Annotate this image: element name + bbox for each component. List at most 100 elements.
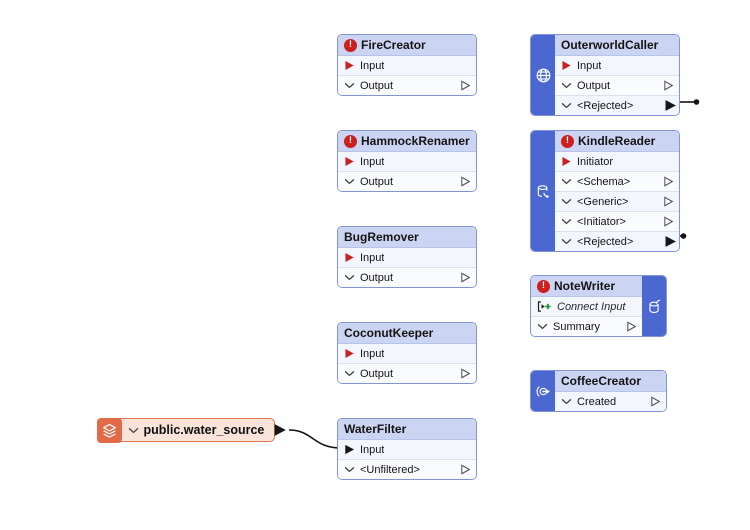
row-input[interactable]: Input xyxy=(338,344,476,363)
edge-water-source-to-waterfilter-input[interactable] xyxy=(288,429,342,449)
row-rejected[interactable]: <Rejected> xyxy=(555,95,679,115)
error-icon[interactable]: ! xyxy=(537,279,550,293)
row-label: Output xyxy=(360,367,394,380)
node-header[interactable]: ! HammockRenamer xyxy=(338,131,476,152)
chevron-down-icon[interactable] xyxy=(343,466,355,473)
node-header[interactable]: WaterFilter xyxy=(338,419,476,440)
node-header[interactable]: CoconutKeeper xyxy=(338,323,476,344)
row-label: <Rejected> xyxy=(577,235,634,248)
node-title: OuterworldCaller xyxy=(561,38,659,52)
row-label: Initiator xyxy=(577,155,614,168)
output-port[interactable] xyxy=(460,272,471,283)
input-port[interactable] xyxy=(560,156,572,167)
error-icon[interactable]: ! xyxy=(344,38,357,52)
node-header[interactable]: OuterworldCaller xyxy=(555,35,679,56)
output-port[interactable] xyxy=(650,396,661,407)
row-output[interactable]: Output xyxy=(338,171,476,191)
source-output-port[interactable] xyxy=(273,423,287,437)
row-schema[interactable]: <Schema> xyxy=(555,171,679,191)
output-port[interactable] xyxy=(460,176,471,187)
node-header[interactable]: CoffeeCreator xyxy=(555,371,666,392)
chevron-down-icon[interactable] xyxy=(560,238,572,245)
output-port[interactable] xyxy=(460,80,471,91)
source-table-chip[interactable]: public.water_source xyxy=(96,417,287,443)
output-port[interactable] xyxy=(460,464,471,475)
error-icon[interactable]: ! xyxy=(344,134,357,148)
row-initiator[interactable]: Initiator xyxy=(555,152,679,171)
row-created[interactable]: Created xyxy=(555,392,666,411)
output-port[interactable] xyxy=(626,321,637,332)
row-output[interactable]: Output xyxy=(338,363,476,383)
chevron-down-icon[interactable] xyxy=(560,102,572,109)
output-port[interactable] xyxy=(663,80,674,91)
chevron-down-icon[interactable] xyxy=(536,323,548,330)
row-output[interactable]: Output xyxy=(555,75,679,95)
input-port[interactable] xyxy=(343,156,355,167)
chevron-down-icon[interactable] xyxy=(560,82,572,89)
row-input[interactable]: Input xyxy=(338,56,476,75)
node-header[interactable]: !NoteWriter xyxy=(531,276,642,297)
row-connect-input[interactable]: Connect Input xyxy=(531,297,642,316)
row-input[interactable]: Input xyxy=(338,248,476,267)
node-title: FireCreator xyxy=(361,38,426,52)
node-title: CoconutKeeper xyxy=(344,326,434,340)
row-input[interactable]: Input xyxy=(555,56,679,75)
output-port[interactable] xyxy=(663,216,674,227)
chevron-down-icon[interactable] xyxy=(343,82,355,89)
node-header[interactable]: BugRemover xyxy=(338,227,476,248)
output-port[interactable] xyxy=(663,196,674,207)
input-port[interactable] xyxy=(560,60,572,71)
connect-input-icon[interactable] xyxy=(536,300,552,313)
node-title: BugRemover xyxy=(344,230,419,244)
input-port[interactable] xyxy=(343,348,355,359)
row-input[interactable]: Input xyxy=(338,440,476,459)
row-generic[interactable]: <Generic> xyxy=(555,191,679,211)
error-icon[interactable]: ! xyxy=(561,134,574,148)
node-sidebar xyxy=(531,35,555,115)
globe-icon xyxy=(536,68,550,82)
node-title: HammockRenamer xyxy=(361,134,470,148)
chevron-down-icon[interactable] xyxy=(343,274,355,281)
chevron-down-icon[interactable] xyxy=(560,178,572,185)
node-title: CoffeeCreator xyxy=(561,374,642,388)
row-initiator[interactable]: <Initiator> xyxy=(555,211,679,231)
node-header[interactable]: !KindleReader xyxy=(555,131,679,152)
chevron-down-icon[interactable] xyxy=(343,178,355,185)
chevron-down-icon[interactable] xyxy=(128,427,139,434)
row-output[interactable]: Output xyxy=(338,75,476,95)
input-port[interactable] xyxy=(343,252,355,263)
row-input[interactable]: Input xyxy=(338,152,476,171)
connected-input-port[interactable] xyxy=(343,444,355,455)
chevron-down-icon[interactable] xyxy=(560,218,572,225)
input-port[interactable] xyxy=(343,60,355,71)
connected-output-port[interactable] xyxy=(664,235,677,248)
edge-endpoint-dot[interactable] xyxy=(680,233,687,239)
node-header[interactable]: ! FireCreator xyxy=(338,35,476,56)
chevron-down-icon[interactable] xyxy=(343,370,355,377)
output-port[interactable] xyxy=(460,368,471,379)
chevron-down-icon[interactable] xyxy=(560,398,572,405)
output-port[interactable] xyxy=(663,176,674,187)
row-output[interactable]: Output xyxy=(338,267,476,287)
connected-output-port[interactable] xyxy=(664,99,677,112)
row-summary[interactable]: Summary xyxy=(531,316,642,336)
row-unfiltered[interactable]: <Unfiltered> xyxy=(338,459,476,479)
chevron-down-icon[interactable] xyxy=(560,198,572,205)
edge-endpoint-dot[interactable] xyxy=(693,99,700,105)
row-rejected[interactable]: <Rejected> xyxy=(555,231,679,251)
row-label: Input xyxy=(360,155,385,168)
